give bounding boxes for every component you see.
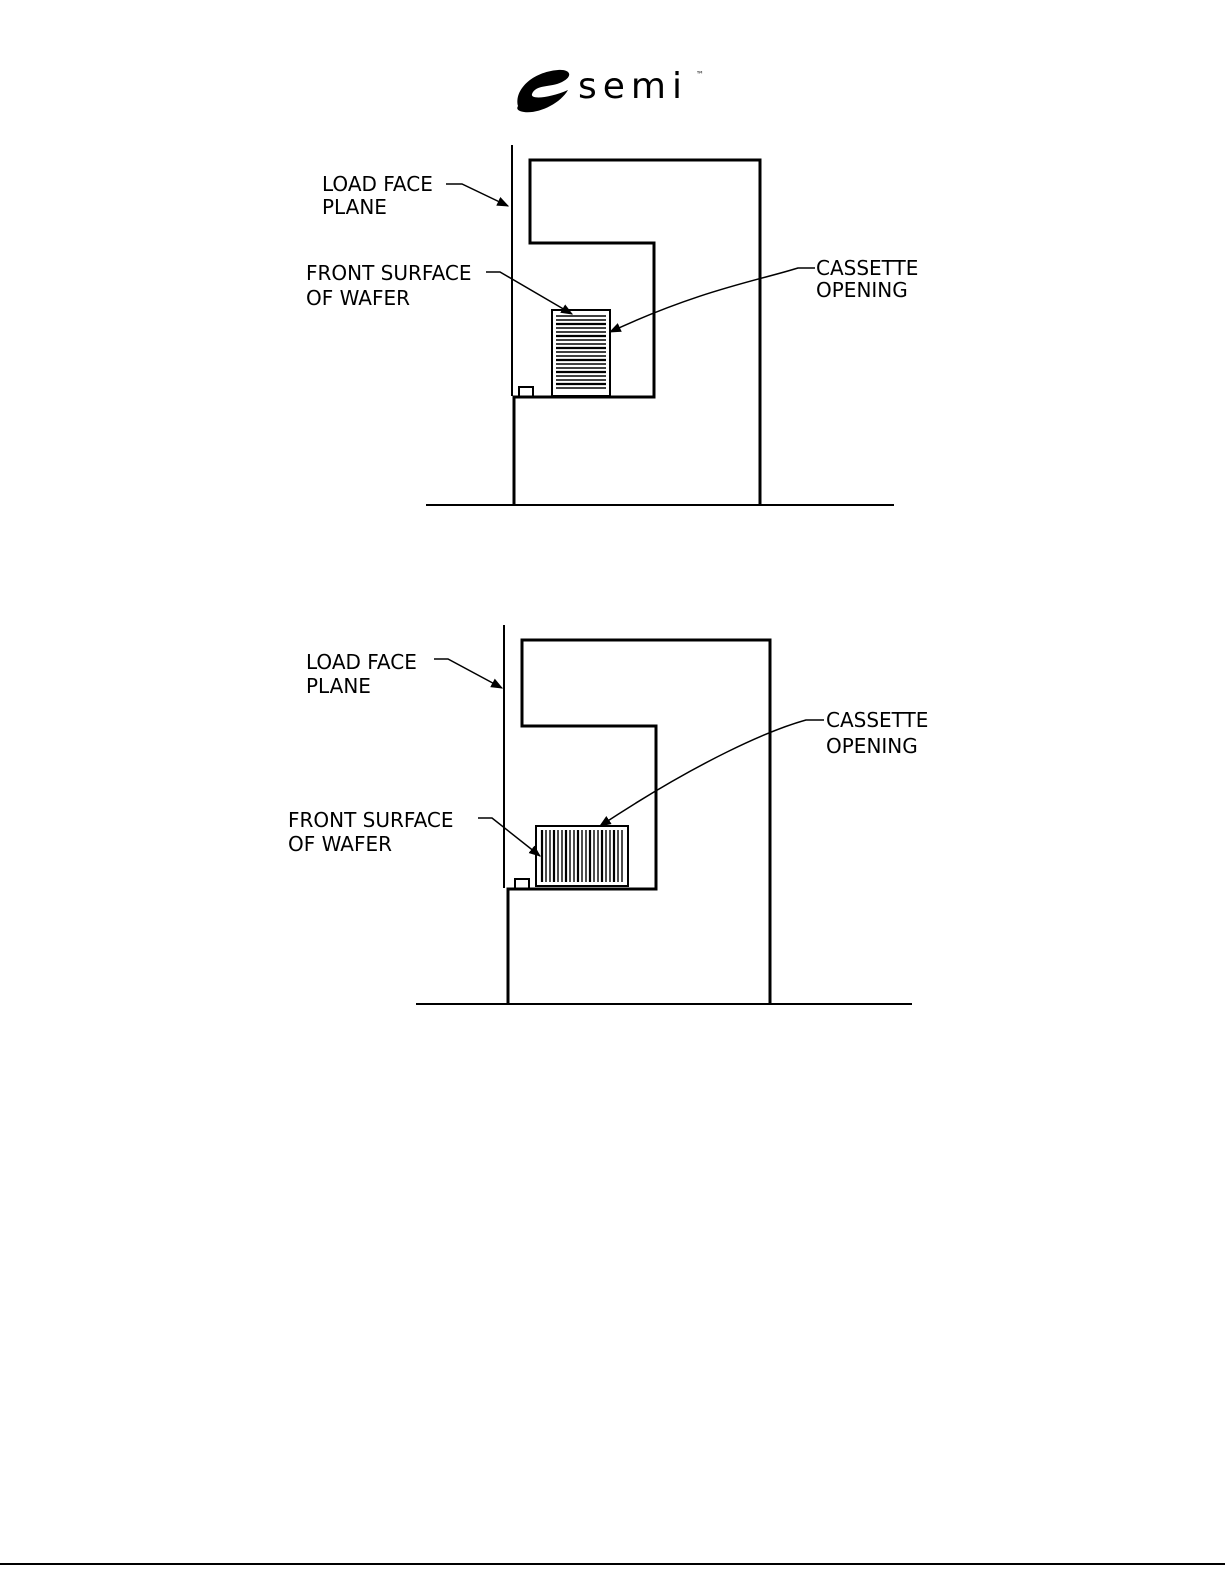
label-cassette-line2: OPENING [826,734,918,758]
leader-load-face [446,184,508,206]
leader-load-face [434,659,502,688]
label-cassette-line1: CASSETTE [826,708,928,732]
wafer-stripes-vertical [542,830,622,882]
equipment-outline [508,640,770,1004]
equipment-outline [514,160,760,506]
figure-bottom: LOAD FACE PLANE FRONT SURFACE OF WAFER C… [288,625,928,1004]
leader-front-surface [478,818,540,856]
label-load-face-line2: PLANE [322,195,387,219]
leader-front-surface [486,272,572,314]
leader-cassette-opening [600,720,824,826]
label-load-face-line2: PLANE [306,674,371,698]
figure-top: LOAD FACE PLANE FRONT SURFACE OF WAFER C… [306,145,918,506]
label-cassette-line2: OPENING [816,278,908,302]
label-front-surface-line2: OF WAFER [288,832,392,856]
label-front-surface-line1: FRONT SURFACE [306,261,472,285]
leader-cassette-opening [610,268,815,332]
footer-rule [0,1563,1225,1565]
label-cassette-line1: CASSETTE [816,256,918,280]
label-front-surface-line1: FRONT SURFACE [288,808,454,832]
label-front-surface-line2: OF WAFER [306,286,410,310]
label-load-face-line1: LOAD FACE [322,172,433,196]
label-load-face-line1: LOAD FACE [306,650,417,674]
